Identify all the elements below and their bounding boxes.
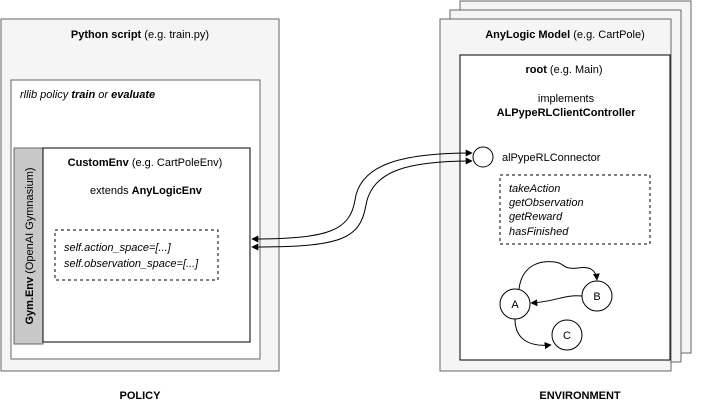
method-item: getReward bbox=[509, 211, 563, 223]
anylogic-model-title: AnyLogic Model (e.g. CartPole) bbox=[485, 29, 645, 41]
connector-port-icon bbox=[472, 146, 494, 168]
connector-label: alPypeRLConnector bbox=[502, 152, 601, 164]
state-b-label: B bbox=[593, 291, 600, 303]
spaces-code-box bbox=[54, 229, 219, 281]
method-item: takeAction bbox=[509, 183, 560, 195]
gym-env-label: Gym.Env (OpenAI Gymnasium) bbox=[24, 167, 36, 324]
root-controller: ALPypeRLClientController bbox=[497, 107, 636, 119]
root-box bbox=[459, 54, 671, 361]
connection-line-upper bbox=[251, 149, 473, 243]
root-title: root (e.g. Main) bbox=[525, 64, 602, 76]
state-a-label: A bbox=[511, 299, 519, 311]
state-c-label: C bbox=[563, 330, 571, 342]
state-c bbox=[551, 319, 583, 351]
method-item: hasFinished bbox=[509, 226, 569, 238]
policy-label: POLICY bbox=[120, 390, 162, 402]
observation-space-line: self.observation_space=[...] bbox=[64, 258, 199, 270]
action-space-line: self.action_space=[...] bbox=[64, 242, 172, 254]
custom-env-box bbox=[42, 147, 251, 343]
custom-env-title: CustomEnv (e.g. CartPoleEnv) bbox=[68, 157, 223, 169]
custom-env-extends: extends AnyLogicEnv bbox=[90, 185, 203, 197]
transition-a-to-c bbox=[514, 318, 552, 350]
connection-line-lower bbox=[251, 157, 473, 251]
python-script-title: Python script (e.g. train.py) bbox=[71, 29, 209, 41]
transition-b-to-a bbox=[530, 295, 583, 307]
root-implements: implements bbox=[538, 93, 595, 105]
gym-env-bar bbox=[13, 147, 44, 345]
methods-box bbox=[499, 174, 651, 245]
rllib-policy-title: rllib policy train or evaluate bbox=[20, 89, 155, 101]
transition-a-to-b bbox=[518, 261, 600, 290]
environment-label: ENVIRONMENT bbox=[539, 390, 621, 402]
method-item: getObservation bbox=[509, 197, 584, 209]
